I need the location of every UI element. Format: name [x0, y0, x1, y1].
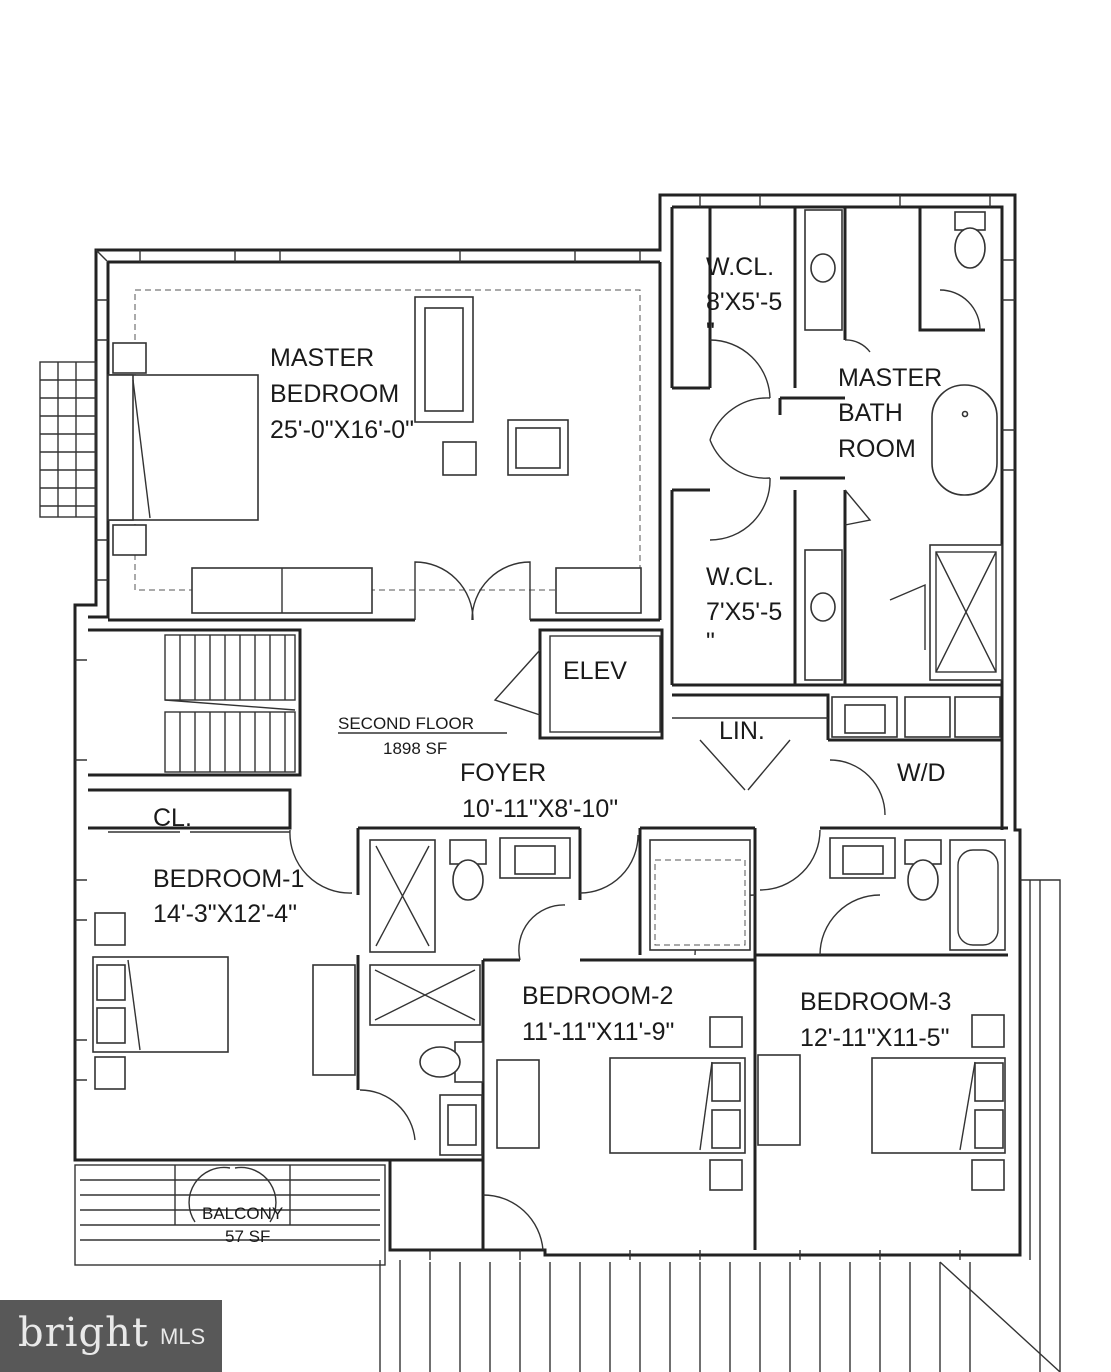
wcl-2-label: W.CL. — [706, 563, 774, 591]
bedroom-1-furniture — [92, 912, 356, 1090]
foyer-dims: 10'-11"X8'-10" — [462, 795, 618, 823]
master-bath-fixtures — [804, 209, 1003, 681]
master-bedroom-label-1: MASTER — [270, 344, 374, 372]
closet-label: CL. — [153, 804, 192, 832]
lower-walls — [88, 788, 1008, 1251]
master-bedroom-dims: 25'-0"X16'-0" — [270, 416, 414, 444]
bedroom-3-label: BEDROOM-3 — [800, 988, 951, 1016]
balcony-area: 57 SF — [225, 1227, 270, 1246]
elevator-label: ELEV — [563, 657, 627, 685]
balcony-deck — [74, 879, 1061, 1372]
linen-label: LIN. — [719, 717, 765, 745]
master-bedroom-label-2: BEDROOM — [270, 380, 399, 408]
laundry-label: W/D — [897, 759, 946, 787]
linen-and-laundry — [672, 693, 1002, 816]
window-marks — [75, 195, 1015, 1260]
lower-bath-fixtures — [369, 837, 1006, 1156]
bedroom-2-dims: 11'-11"X11'-9" — [522, 1018, 674, 1046]
bright-mls-watermark: bright MLS — [0, 1300, 222, 1372]
master-bedroom-area — [107, 262, 662, 622]
wcl-1-dims-2: " — [706, 318, 715, 346]
master-suite-walls — [670, 207, 1002, 687]
wcl-2-dims-2: " — [706, 628, 715, 656]
master-bath-label-1: MASTER — [838, 364, 942, 392]
floor-title: SECOND FLOOR — [338, 714, 474, 733]
watermark-brand: bright — [18, 1310, 149, 1356]
master-bath-label-2: BATH — [838, 399, 903, 427]
balcony-label: BALCONY — [202, 1204, 283, 1223]
bedroom-3-dims: 12'-11"X11-5" — [800, 1024, 949, 1052]
master-bath-label-3: ROOM — [838, 435, 916, 463]
bedroom-1-label: BEDROOM-1 — [153, 865, 304, 893]
floor-area: 1898 SF — [383, 739, 447, 758]
bedroom-3-furniture — [757, 1014, 1006, 1191]
wcl-1-label: W.CL. — [706, 253, 774, 281]
wcl-1-dims: 8'X5'-5 — [706, 288, 782, 316]
bedroom-1-dims: 14'-3"X12'-4" — [153, 900, 297, 928]
room-labels: MASTER BEDROOM 25'-0"X16'-0" W.CL. 8'X5'… — [153, 253, 951, 1246]
bedroom-2-furniture — [496, 1016, 746, 1191]
stair-and-elevator — [88, 628, 664, 777]
foyer-label: FOYER — [460, 759, 546, 787]
wcl-2-dims: 7'X5'-5 — [706, 598, 782, 626]
chimney-hatch — [39, 361, 97, 518]
bedroom-2-label: BEDROOM-2 — [522, 982, 673, 1010]
watermark-suffix: MLS — [160, 1324, 206, 1349]
